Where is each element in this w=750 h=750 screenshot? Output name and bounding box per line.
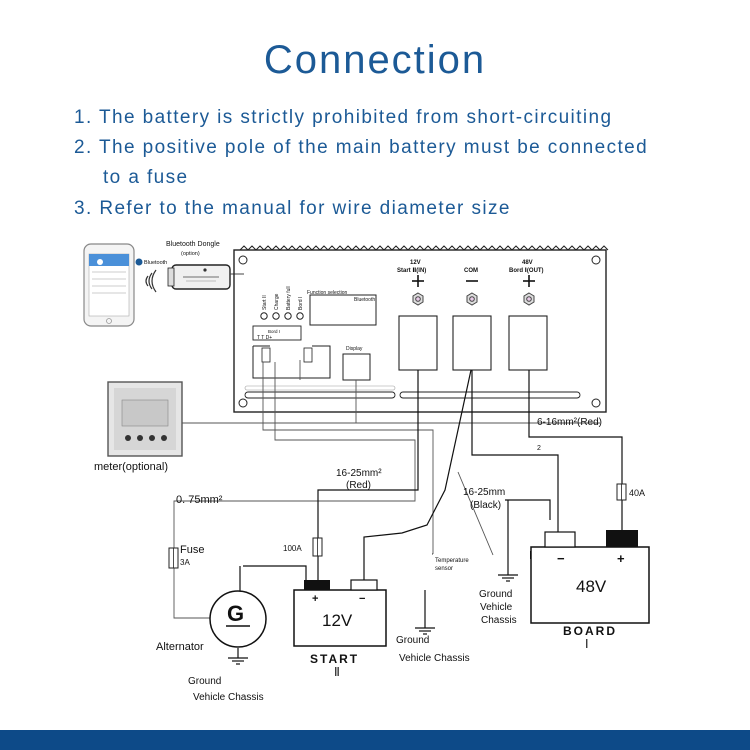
start-battery-name: START <box>310 652 359 666</box>
board-battery-numeral: Ⅰ <box>585 637 589 651</box>
page-title: Connection <box>263 38 487 82</box>
terminal-polarity-marks <box>412 275 535 287</box>
alt-ground-label: Ground <box>188 676 221 687</box>
svg-text:−: − <box>557 551 565 566</box>
ground-icon <box>228 657 248 665</box>
fuse-alt-rating: 3A <box>180 558 190 567</box>
led-battery-full <box>284 312 292 320</box>
terminal-12v-box <box>398 315 438 371</box>
terminal-com-label: COM <box>464 268 478 274</box>
fuse-40a <box>616 483 627 501</box>
start-battery-voltage: 12V <box>322 611 353 630</box>
led-bord <box>296 312 304 320</box>
instruction-2: 2. The positive pole of the main battery… <box>74 137 649 158</box>
fuse-100a-label: 100A <box>283 544 302 553</box>
alt-ground-chassis: Vehicle Chassis <box>193 692 264 703</box>
wire-black-color: (Black) <box>470 500 501 511</box>
alternator-symbol <box>209 590 267 648</box>
display-port-label: Display <box>346 346 363 352</box>
smartphone-icon <box>83 243 135 327</box>
wireless-signal-icon <box>145 269 157 293</box>
wire-black-size: 16-25mm <box>463 487 505 498</box>
board-ground-chassis: Chassis <box>481 615 517 626</box>
bluetooth-dongle <box>167 264 231 290</box>
start-negative-terminal <box>350 579 378 591</box>
ground-icon <box>415 627 435 635</box>
fuse-alternator <box>168 547 179 569</box>
start-positive-terminal <box>304 580 330 590</box>
wire-48v-note: 2 <box>537 445 541 452</box>
led-label-start: Start II <box>262 295 268 310</box>
alternator-label: Alternator <box>156 641 204 653</box>
board-positive-terminal <box>606 530 638 547</box>
dongle-option-label: (option) <box>181 251 200 257</box>
fuse-40a-label: 40A <box>629 488 645 498</box>
led-indicators: Start II Charge Battery full Bord I <box>260 286 304 320</box>
bluetooth-port-label: Bluetooth <box>354 297 375 303</box>
bluetooth-icon: Bluetooth <box>135 258 167 266</box>
terminal-48v-sublabel: Bord Ⅰ(OUT) <box>509 268 544 274</box>
led-start <box>260 312 268 320</box>
alternator-g-label: G <box>227 601 244 626</box>
svg-text:+: + <box>312 593 318 605</box>
function-selection-switch <box>309 294 377 326</box>
led-label-bord: Bord I <box>298 297 304 310</box>
terminal-header: Bord I <box>268 329 280 334</box>
board-battery-name: BOARD <box>563 624 617 638</box>
terminal-12v-sublabel: Start Ⅱ(IN) <box>397 268 426 274</box>
terminal-48v-label: 48V <box>522 260 533 266</box>
terminal-48v-box <box>508 315 548 371</box>
connector-plug <box>252 345 331 379</box>
instruction-3: 3. Refer to the manual for wire diameter… <box>74 198 511 219</box>
svg-text:−: − <box>359 593 365 605</box>
dongle-label: Bluetooth Dongle <box>166 241 220 248</box>
controller-housing <box>233 245 609 413</box>
led-label-battery-full: Battery full <box>286 286 292 310</box>
wire-48v-label: 6-16mm²(Red) <box>537 417 602 428</box>
led-label-charge: Charge <box>274 293 280 310</box>
fuse-alt-label: Fuse <box>180 544 204 556</box>
display-port <box>342 353 371 381</box>
phone-bluetooth-label: Bluetooth <box>144 260 167 266</box>
wire-12v-color: (Red) <box>346 480 371 491</box>
board-ground-label: Ground <box>479 589 512 600</box>
footer-bar <box>0 730 750 750</box>
temp-sensor-label-1: Temperature <box>435 558 469 564</box>
start-ground-chassis: Vehicle Chassis <box>399 653 470 664</box>
board-ground-vehicle: Vehicle <box>480 602 513 613</box>
board-battery-voltage: 48V <box>576 577 607 596</box>
board-negative-terminal <box>544 531 576 548</box>
fuse-100a <box>312 537 323 557</box>
board-battery: − + <box>530 530 650 624</box>
terminal-studs <box>412 292 535 306</box>
power-wires <box>237 369 623 658</box>
signal-wires <box>173 360 600 619</box>
instruction-2-continued: to a fuse <box>103 167 189 188</box>
meter-display <box>107 381 183 457</box>
terminal-pins: T T D+ <box>257 335 272 341</box>
terminal-com-box <box>452 315 492 371</box>
temp-sensor-label-2: sensor <box>435 566 453 572</box>
wire-12v-size: 16-25mm² <box>336 468 382 479</box>
signal-terminal-block <box>252 325 302 341</box>
start-ground-label: Ground <box>396 635 429 646</box>
function-selection-label: Function selection <box>307 290 348 296</box>
meter-label: meter(optional) <box>94 461 168 473</box>
led-charge <box>272 312 280 320</box>
instruction-1: 1. The battery is strictly prohibited fr… <box>74 107 613 128</box>
wire-alt-label: 0. 75mm² <box>176 494 223 506</box>
start-battery-numeral: Ⅱ <box>334 665 340 679</box>
terminal-12v-label: 12V <box>410 260 421 266</box>
svg-text:+: + <box>617 551 625 566</box>
ground-icon <box>498 574 518 582</box>
start-battery: + − <box>293 579 387 647</box>
